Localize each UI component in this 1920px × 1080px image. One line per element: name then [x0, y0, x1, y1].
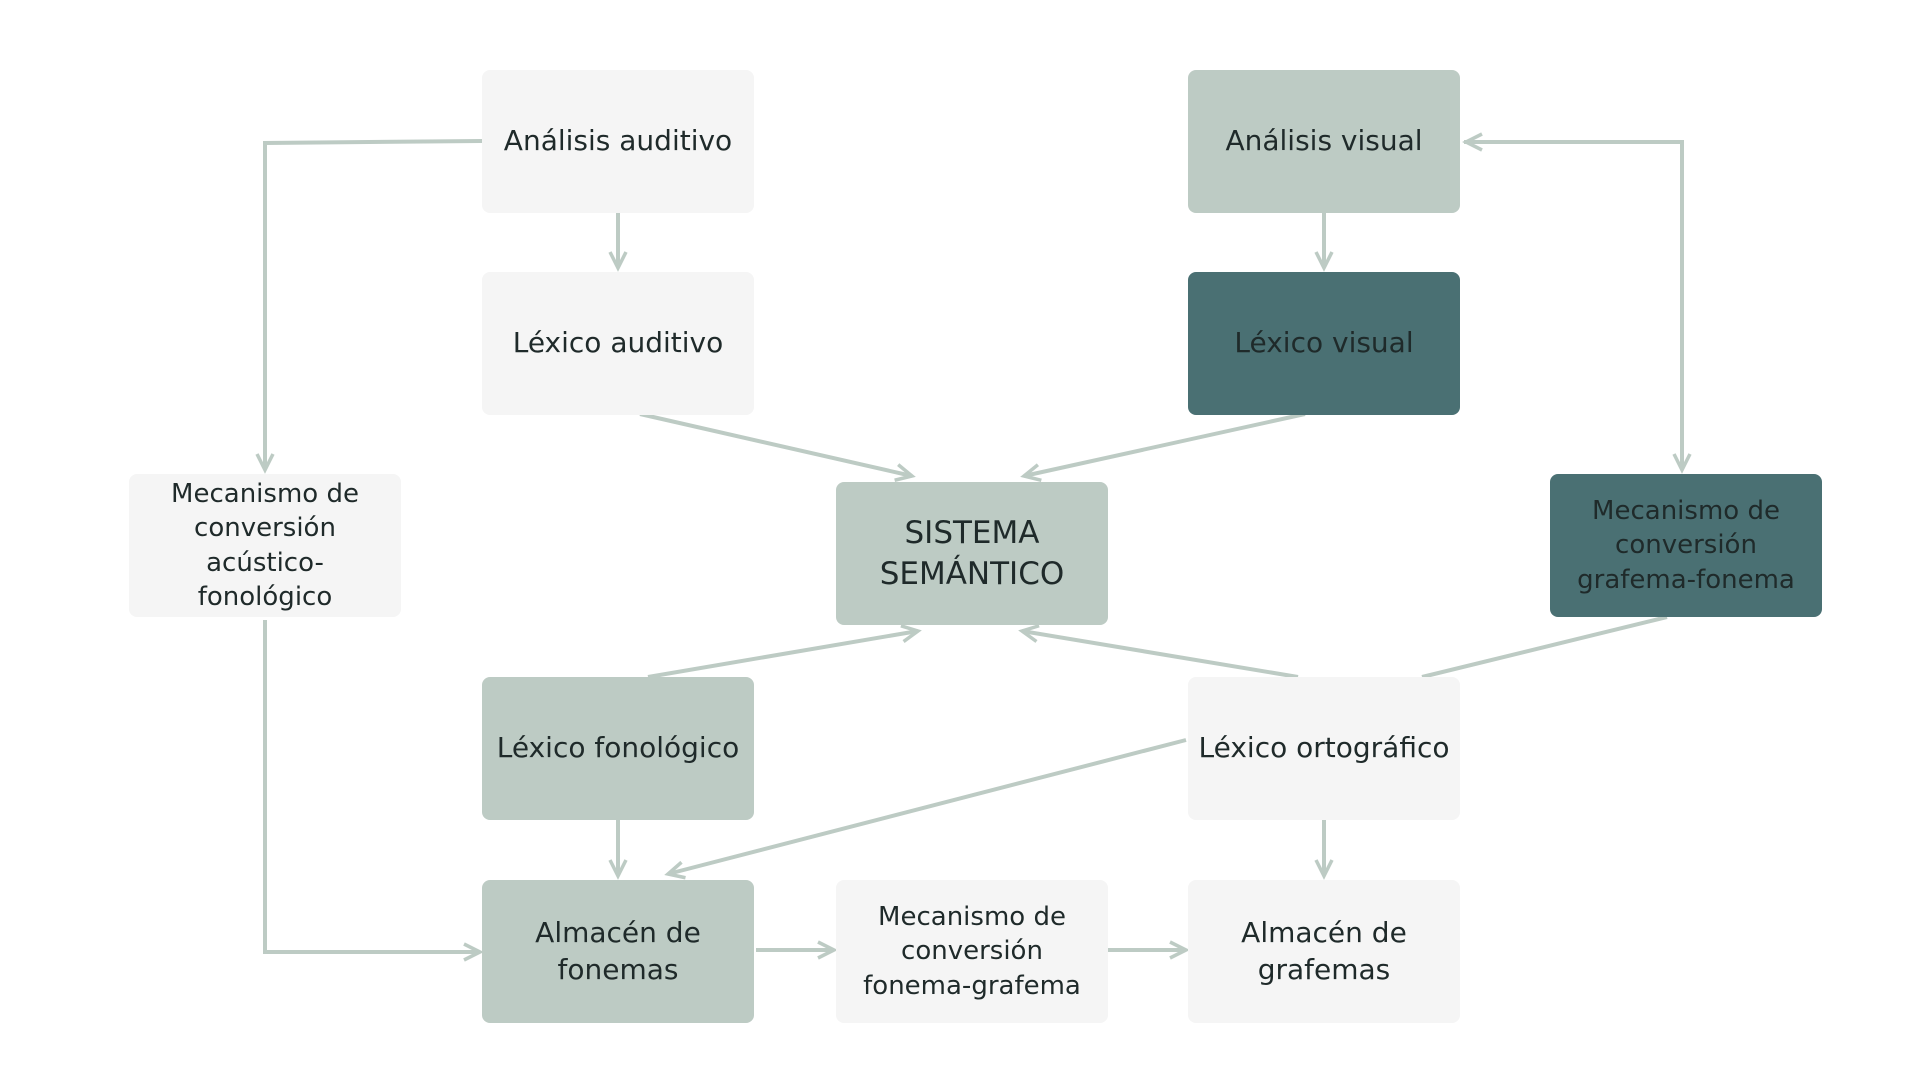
arrow-analisis-auditivo-to-mecanismo-acustico: [255, 139, 483, 474]
node-almacen-fonemas: Almacén de fonemas: [482, 880, 754, 1023]
node-lexico-visual: Léxico visual: [1188, 272, 1460, 415]
arrow-lexico-visual-to-semantico: [1020, 412, 1306, 483]
arrow-lexico-fonologico-to-semantico: [647, 624, 922, 679]
node-mecanismo-grafema-fonema: Mecanismo de conversión grafema-fonema: [1550, 474, 1822, 617]
node-lexico-ortografico: Léxico ortográfico: [1188, 677, 1460, 820]
node-sistema-semantico: SISTEMA SEMÁNTICO: [836, 482, 1108, 625]
arrow-mecanismo-acustico-to-almacen-fonemas: [263, 620, 484, 962]
node-lexico-fonologico: Léxico fonológico: [482, 677, 754, 820]
line-mecanismo-grafema-to-lexico-ortografico: [1421, 615, 1668, 679]
arrow-analisis-visual-feedback: [1464, 140, 1692, 474]
node-almacen-grafemas: Almacén de grafemas: [1188, 880, 1460, 1023]
node-mecanismo-fonema-grafema: Mecanismo de conversión fonema-grafema: [836, 880, 1108, 1023]
arrow-lexico-ortografico-to-semantico: [1018, 624, 1299, 679]
node-mecanismo-acustico-fonologico: Mecanismo de conversión acústico-fonológ…: [129, 474, 401, 617]
node-analisis-visual: Análisis visual: [1188, 70, 1460, 213]
node-lexico-auditivo: Léxico auditivo: [482, 272, 754, 415]
node-analisis-auditivo: Análisis auditivo: [482, 70, 754, 213]
arrow-lexico-auditivo-to-semantico: [639, 412, 916, 482]
arrow-lexico-ortografico-to-almacen-fonemas: [664, 738, 1187, 880]
